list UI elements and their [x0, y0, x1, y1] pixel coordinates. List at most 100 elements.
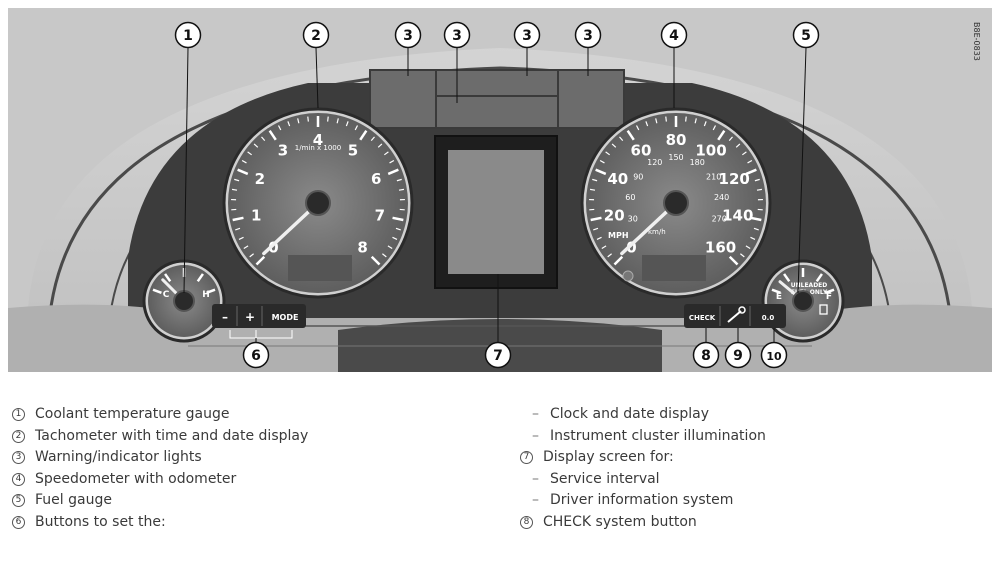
callout-number: 3	[583, 28, 593, 44]
legend-number: 7	[520, 451, 533, 465]
speedometer-kmh-label: 120	[647, 158, 662, 167]
tachometer-tick-label: 3	[278, 142, 288, 160]
figure-code: B8E-0833	[972, 22, 981, 61]
speedometer-kmh-label: 30	[628, 215, 638, 224]
legend-text: Coolant temperature gauge	[35, 406, 230, 422]
tachometer-tick-label: 6	[371, 170, 381, 188]
speedometer-kmh-label: 180	[690, 158, 705, 167]
speedometer-tick-label: 0	[626, 239, 636, 257]
speedometer-kmh-label: 240	[714, 193, 729, 202]
legend-text: Warning/indicator lights	[35, 449, 202, 465]
legend-text: Clock and date display	[550, 406, 710, 422]
legend-number: 1	[12, 408, 25, 422]
legend-number: 4	[12, 472, 25, 486]
callout-6: 6	[242, 338, 270, 369]
callout-number: 10	[766, 350, 782, 363]
plus-button[interactable]: +	[245, 310, 255, 324]
tachometer-tick-label: 8	[357, 239, 367, 257]
legend-item: –Service interval	[520, 469, 766, 491]
legend-text: Speedometer with odometer	[35, 470, 237, 487]
legend-right-column: –Clock and date display–Instrument clust…	[520, 404, 766, 533]
check-button[interactable]: CHECK	[689, 314, 716, 322]
callout-3: 3	[574, 21, 602, 76]
legend-item: 4 Speedometer with odometer	[12, 469, 308, 491]
coolant-hot-label: H	[202, 290, 210, 300]
callout-2: 2	[302, 21, 330, 109]
speedometer-tick-label: 40	[607, 170, 628, 188]
callout-3: 3	[513, 21, 541, 76]
speedometer-kmh-label: 60	[625, 193, 635, 202]
speedometer-tick-label: 20	[604, 206, 625, 224]
legend-text: Buttons to set the:	[35, 513, 166, 530]
speedometer-tick-label: 120	[719, 170, 750, 188]
speedometer-hub	[663, 190, 689, 216]
speedometer-kmh-label: 210	[706, 173, 721, 182]
callout-number: 9	[733, 348, 743, 364]
mph-unit: MPH	[608, 231, 629, 240]
callout-9: 9	[724, 328, 752, 369]
legend-item: 1 Coolant temperature gauge	[12, 404, 308, 426]
legend-number: 5	[12, 494, 25, 508]
legend-item: –Clock and date display	[520, 404, 766, 426]
legend-item: 3 Warning/indicator lights	[12, 447, 308, 469]
tachometer-tick-label: 2	[255, 170, 265, 188]
speedometer: 0204060801001201401603060901201501802102…	[580, 107, 772, 299]
legend-dash: –	[532, 492, 539, 508]
coolant-cold-label: C	[163, 290, 170, 300]
legend-number: 2	[12, 429, 25, 443]
tachometer-clock-display	[288, 255, 352, 281]
wrench-icon[interactable]	[727, 306, 746, 323]
tachometer-tick-label: 1	[251, 206, 261, 224]
center-display-screen	[448, 150, 544, 274]
callout-3: 3	[394, 21, 422, 76]
odometer-display	[642, 255, 706, 281]
callout-number: 3	[522, 28, 532, 44]
callout-4: 4	[660, 21, 688, 108]
tachometer-unit: 1/min x 1000	[295, 144, 341, 152]
legend-item: –Driver information system	[520, 490, 766, 512]
legend-item: 5 Fuel gauge	[12, 490, 308, 512]
legend-text: Driver information system	[550, 492, 734, 508]
callout-number: 8	[701, 348, 711, 364]
reset-button[interactable]: 0.0	[762, 314, 775, 322]
legend-text: Instrument cluster illumination	[550, 427, 766, 444]
dashboard-cowl	[8, 8, 992, 308]
callout-number: 4	[669, 28, 679, 44]
tachometer-tick-label: 5	[348, 142, 358, 160]
speedometer-tick-label: 140	[722, 206, 753, 224]
right-button-strip: CHECK 0.0	[684, 304, 786, 328]
speedometer-kmh-label: 90	[633, 173, 643, 182]
legend-dash: –	[532, 406, 539, 422]
legend-number: 3	[12, 451, 25, 465]
callout-10: 10	[760, 328, 788, 369]
callout-number: 7	[493, 348, 503, 364]
callout-3: 3	[443, 21, 471, 103]
callout-number: 3	[452, 28, 462, 44]
speedometer-tick-label: 80	[666, 131, 687, 149]
speedometer-tick-label: 100	[695, 142, 726, 160]
tachometer-tick-label: 4	[313, 131, 323, 149]
tachometer-tick-label: 7	[375, 206, 385, 224]
legend-text: CHECK system button	[543, 513, 697, 530]
speedometer-tick-label: 60	[631, 142, 652, 160]
legend-text: Display screen for:	[543, 449, 674, 465]
minus-button[interactable]: –	[222, 310, 228, 324]
callout-number: 3	[403, 28, 413, 44]
legend-dash: –	[532, 427, 539, 444]
legend-item: –Instrument cluster illumination	[520, 426, 766, 448]
cowl-outer-edge	[46, 66, 954, 339]
fuel-pump-icon	[819, 304, 828, 315]
legend-number: 8	[520, 515, 533, 529]
fuel-full-label: F	[826, 292, 832, 302]
callout-number: 6	[251, 348, 261, 364]
fuel-empty-label: E	[776, 292, 782, 302]
legend-text: Fuel gauge	[35, 492, 112, 508]
tachometer-tick-label: 0	[268, 239, 278, 257]
mode-button[interactable]: MODE	[272, 313, 299, 322]
legend-dash: –	[532, 470, 539, 487]
callout-5: 5	[792, 21, 820, 294]
